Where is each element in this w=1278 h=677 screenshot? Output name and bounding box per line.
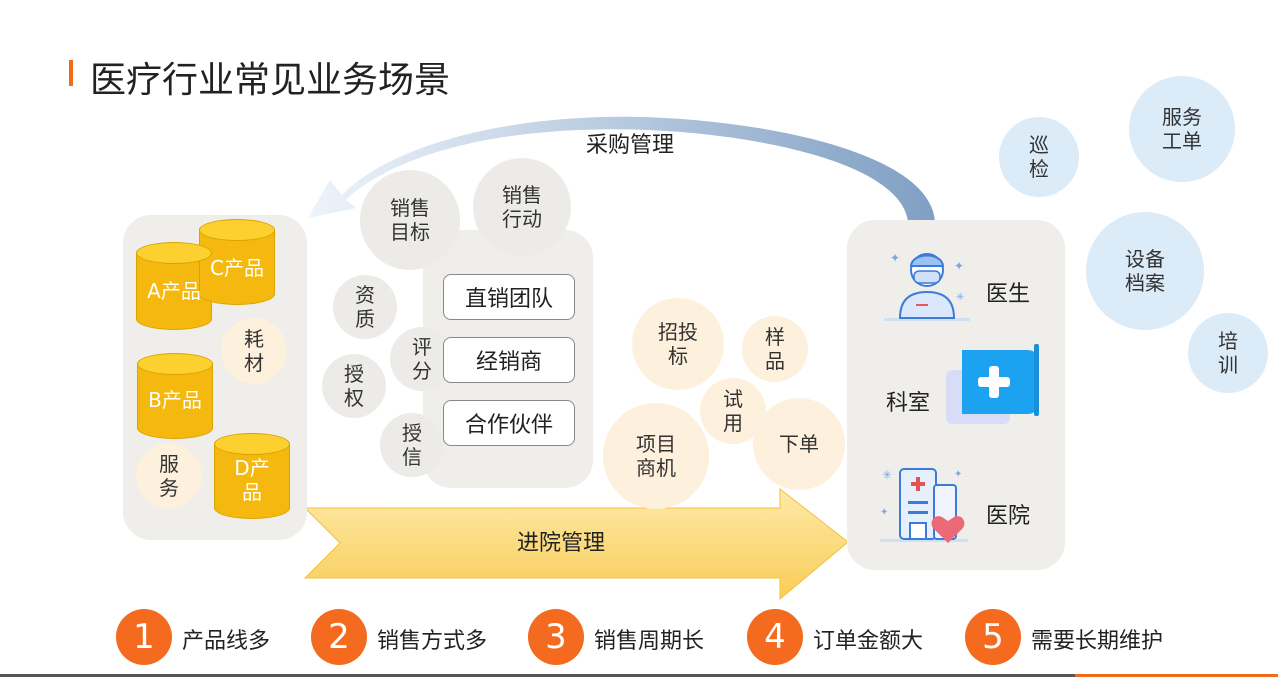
hospital-building-icon: ✳ ✦ ✦	[880, 468, 968, 543]
svg-text:✦: ✦	[954, 259, 964, 273]
procurement-label: 采购管理	[586, 133, 675, 158]
product-d-label-line2: 品	[242, 480, 262, 504]
service-bubble: 服 务	[136, 443, 202, 509]
step-2-text: 销售方式多	[377, 629, 488, 654]
svg-text:✳: ✳	[956, 292, 964, 303]
dealer-box: 经销商	[443, 337, 575, 383]
svg-text:✦: ✦	[890, 251, 900, 265]
hospital-label: 医院	[986, 504, 1031, 529]
service-ticket-bubble: 服务 工单	[1129, 76, 1235, 182]
product-b-cylinder: B产品	[137, 353, 213, 439]
product-b-label: B产品	[148, 388, 202, 412]
product-c-cylinder: C产品	[199, 219, 275, 305]
doctor-icon: ✦ ✦ ✳	[884, 251, 970, 321]
consumables-bubble: 耗 材	[221, 318, 287, 384]
direct-sales-team-box: 直销团队	[443, 274, 575, 320]
order-bubble: 下单	[753, 398, 845, 490]
title-accent-bar	[69, 60, 73, 86]
sales-target-bubble: 销售 目标	[360, 170, 460, 270]
admission-arrow	[303, 487, 849, 601]
step-3-text: 销售周期长	[594, 629, 705, 654]
qualification-bubble: 资 质	[333, 275, 397, 339]
product-d-cylinder: D产 品	[214, 433, 290, 519]
step-5-text: 需要长期维护	[1031, 629, 1164, 654]
page-title: 医疗行业常见业务场景	[90, 60, 451, 101]
procurement-arc-arrow	[308, 116, 935, 222]
step-4-number: 4	[747, 609, 803, 665]
step-5-number: 5	[965, 609, 1021, 665]
department-label: 科室	[886, 391, 931, 416]
sample-bubble: 样 品	[742, 316, 808, 382]
step-1-number: 1	[116, 609, 172, 665]
footer-divider	[0, 674, 1278, 677]
step-4-text: 订单金额大	[813, 629, 924, 654]
product-c-label: C产品	[210, 256, 264, 280]
step-2-number: 2	[311, 609, 367, 665]
dept-cross-icon	[946, 344, 1039, 424]
svg-text:✦: ✦	[954, 469, 962, 480]
footer-accent	[1075, 674, 1278, 677]
product-d-label-line1: D产	[234, 456, 270, 480]
authorization-bubble: 授 权	[322, 354, 386, 418]
admission-label: 进院管理	[517, 531, 606, 556]
sales-action-bubble: 销售 行动	[473, 158, 571, 256]
project-opportunity-bubble: 项目 商机	[603, 403, 709, 509]
equipment-archive-bubble: 设备 档案	[1086, 212, 1204, 330]
svg-text:✦: ✦	[880, 507, 888, 518]
bidding-bubble: 招投 标	[632, 298, 724, 390]
partner-box: 合作伙伴	[443, 400, 575, 446]
product-a-label: A产品	[147, 279, 201, 303]
inspection-bubble: 巡 检	[999, 117, 1079, 197]
doctor-label: 医生	[986, 282, 1031, 307]
svg-text:✳: ✳	[882, 468, 892, 482]
training-bubble: 培 训	[1188, 313, 1268, 393]
step-1-text: 产品线多	[182, 629, 271, 654]
credit-bubble: 授 信	[380, 413, 444, 477]
step-3-number: 3	[528, 609, 584, 665]
product-a-cylinder: A产品	[136, 242, 212, 330]
